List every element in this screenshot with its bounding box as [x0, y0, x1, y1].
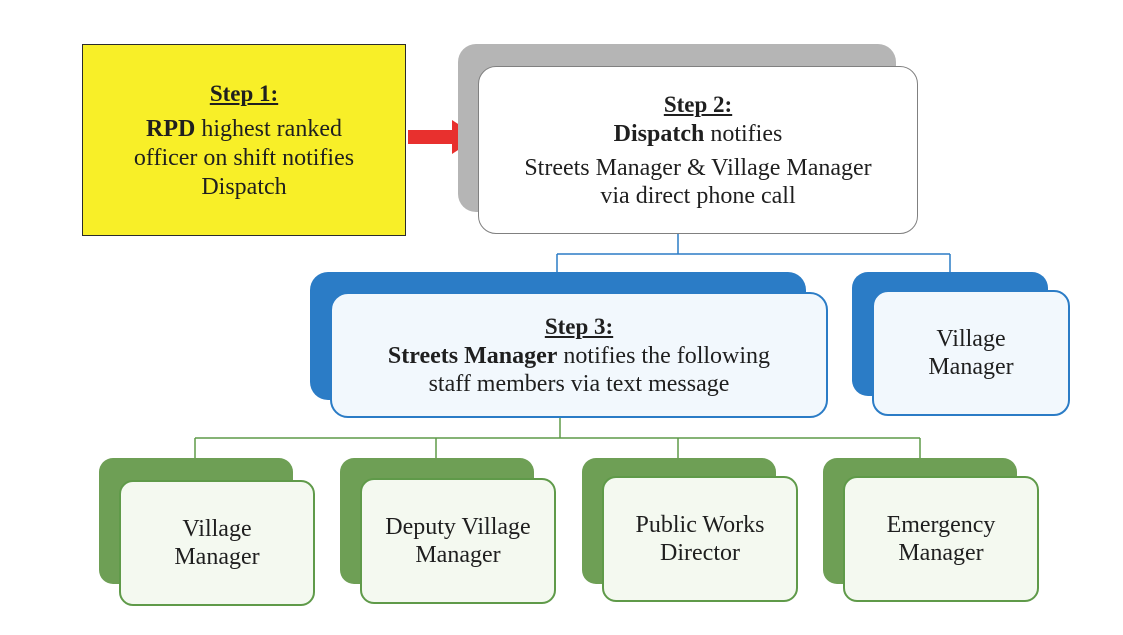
- step2-line1: Dispatch notifies: [614, 120, 783, 148]
- step3-title: Step 3:: [544, 314, 614, 339]
- step3-line1-rest: notifies the following: [557, 343, 771, 369]
- staff-box-deputy-village-manager: Deputy Village Manager: [360, 478, 556, 604]
- step1-rpd: RPD: [146, 115, 196, 142]
- staff-2-line1: Deputy Village: [385, 514, 531, 540]
- village-manager-top-box: Village Manager: [872, 290, 1070, 416]
- step2-title: Step 2:: [663, 92, 733, 117]
- step2-line2: Streets Manager & Village Manager: [524, 155, 872, 181]
- step3-box: Step 3: Streets Manager notifies the fol…: [330, 292, 828, 418]
- step2-line3: via direct phone call: [600, 183, 796, 209]
- step1-box: Step 1: RPD highest ranked officer on sh…: [82, 44, 406, 236]
- step1-line2: officer on shift notifies: [133, 144, 355, 171]
- staff-1-line1: Village: [182, 516, 252, 542]
- staff-box-emergency-manager: Emergency Manager: [843, 476, 1039, 602]
- step1-line3: Dispatch: [201, 173, 287, 200]
- step1-line1-rest: highest ranked: [195, 115, 342, 142]
- staff-4-line2: Manager: [898, 540, 984, 566]
- village-manager-top-line1: Village: [936, 326, 1006, 352]
- staff-box-village-manager: Village Manager: [119, 480, 315, 606]
- staff-3-line1: Public Works: [635, 512, 765, 538]
- step2-branch-lines: [556, 234, 951, 272]
- step3-line2: staff members via text message: [428, 371, 730, 397]
- step1-title: Step 1:: [209, 80, 279, 106]
- step2-dispatch: Dispatch: [613, 121, 705, 147]
- staff-2-line2: Manager: [415, 542, 501, 568]
- step2-box: Step 2: Dispatch notifies Streets Manage…: [478, 66, 918, 234]
- step3-line1: Streets Manager notifies the following: [388, 342, 770, 370]
- step3-branch-lines: [194, 418, 921, 458]
- staff-4-line1: Emergency: [886, 512, 996, 538]
- step3-streets-manager: Streets Manager: [387, 343, 558, 369]
- staff-3-line2: Director: [660, 540, 740, 566]
- staff-1-line2: Manager: [174, 544, 260, 570]
- staff-box-public-works-director: Public Works Director: [602, 476, 798, 602]
- village-manager-top-line2: Manager: [928, 354, 1014, 380]
- step1-line1: RPD highest ranked: [146, 115, 342, 144]
- step2-line1-rest: notifies: [704, 121, 783, 147]
